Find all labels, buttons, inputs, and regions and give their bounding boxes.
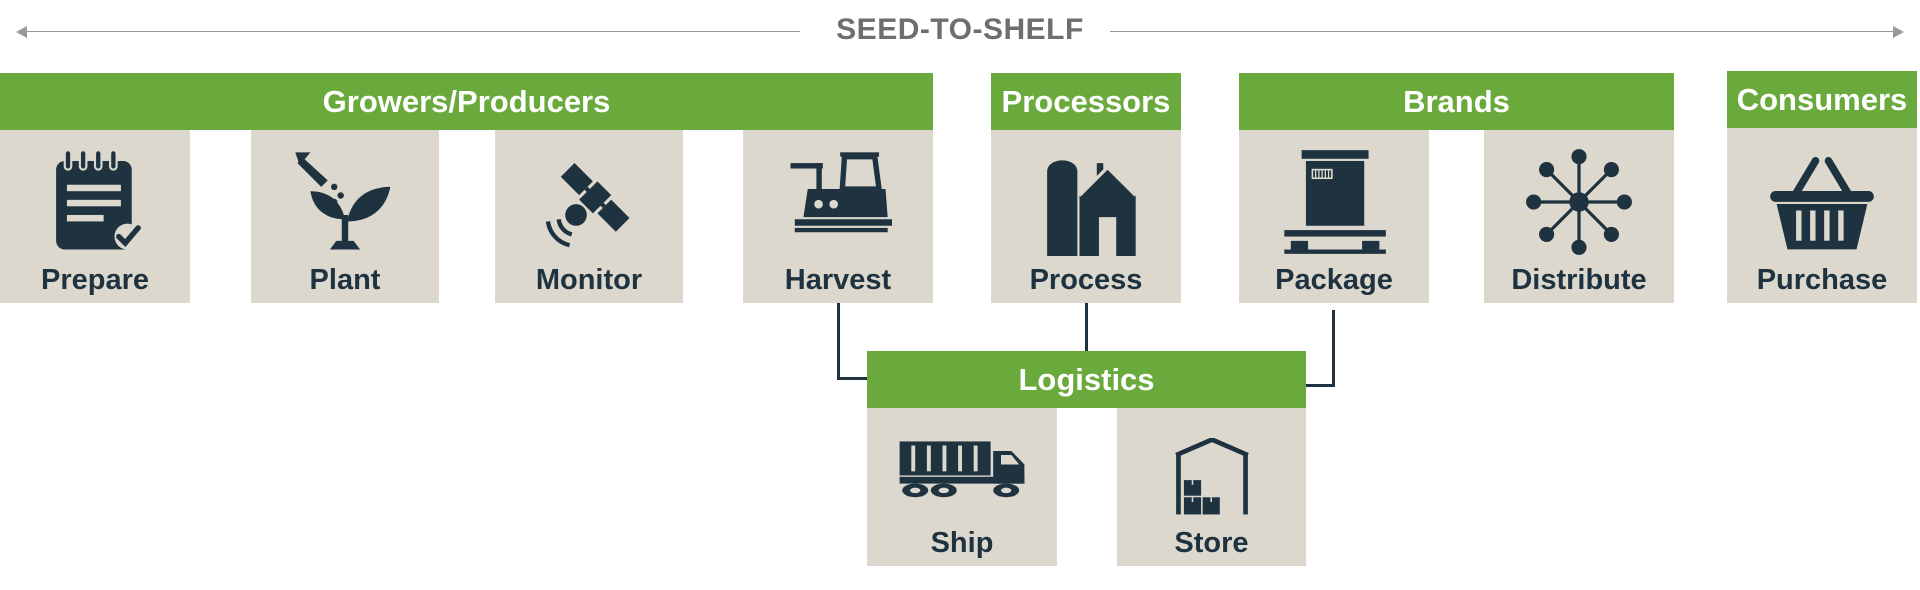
step-prepare: Prepare xyxy=(0,130,190,303)
connector-harvest-vertical xyxy=(837,303,840,380)
watering-seedling-icon xyxy=(295,152,391,250)
step-label-process: Process xyxy=(1029,264,1143,296)
truck-icon xyxy=(899,441,1025,498)
group-header-consumers: Consumers xyxy=(1727,71,1917,128)
warehouse-icon xyxy=(1174,438,1249,515)
step-plant: Plant xyxy=(251,130,439,303)
step-label-store: Store xyxy=(1174,527,1249,559)
diagram-title: SEED-TO-SHELF xyxy=(836,13,1084,46)
step-purchase: Purchase xyxy=(1727,128,1917,303)
step-monitor: Monitor xyxy=(495,130,683,303)
group-header-brands: Brands xyxy=(1239,73,1674,130)
connector-process-vertical xyxy=(1085,303,1088,352)
step-process: Process xyxy=(991,130,1181,303)
arrow-right-head xyxy=(1893,26,1904,38)
combine-harvester-icon xyxy=(790,152,892,233)
step-ship: Ship xyxy=(867,408,1057,566)
group-header-growers: Growers/Producers xyxy=(0,73,933,130)
arrow-line-right xyxy=(1110,31,1895,32)
step-label-monitor: Monitor xyxy=(535,264,643,296)
connector-package-vertical xyxy=(1332,310,1335,387)
barn-silo-icon xyxy=(1047,160,1137,256)
notepad-check-icon xyxy=(56,149,141,250)
step-distribute: Distribute xyxy=(1484,130,1674,303)
group-header-processors: Processors xyxy=(991,73,1181,130)
step-package: Package xyxy=(1239,130,1429,303)
step-label-prepare: Prepare xyxy=(40,264,149,296)
arrow-line-left xyxy=(24,31,800,32)
shopping-basket-icon xyxy=(1770,157,1874,250)
step-label-distribute: Distribute xyxy=(1511,264,1647,296)
satellite-icon xyxy=(545,162,630,248)
step-label-harvest: Harvest xyxy=(784,264,892,296)
step-label-ship: Ship xyxy=(930,527,994,559)
crate-on-pallet-icon xyxy=(1284,150,1386,254)
connector-harvest-horizontal xyxy=(837,377,867,380)
step-label-package: Package xyxy=(1275,264,1393,296)
group-header-logistics: Logistics xyxy=(867,351,1306,408)
step-store: Store xyxy=(1117,408,1306,566)
arrow-left-head xyxy=(16,26,27,38)
step-label-plant: Plant xyxy=(309,264,381,296)
step-label-purchase: Purchase xyxy=(1756,264,1888,296)
connector-package-horizontal xyxy=(1305,384,1335,387)
network-hub-icon xyxy=(1526,149,1632,255)
step-harvest: Harvest xyxy=(743,130,933,303)
